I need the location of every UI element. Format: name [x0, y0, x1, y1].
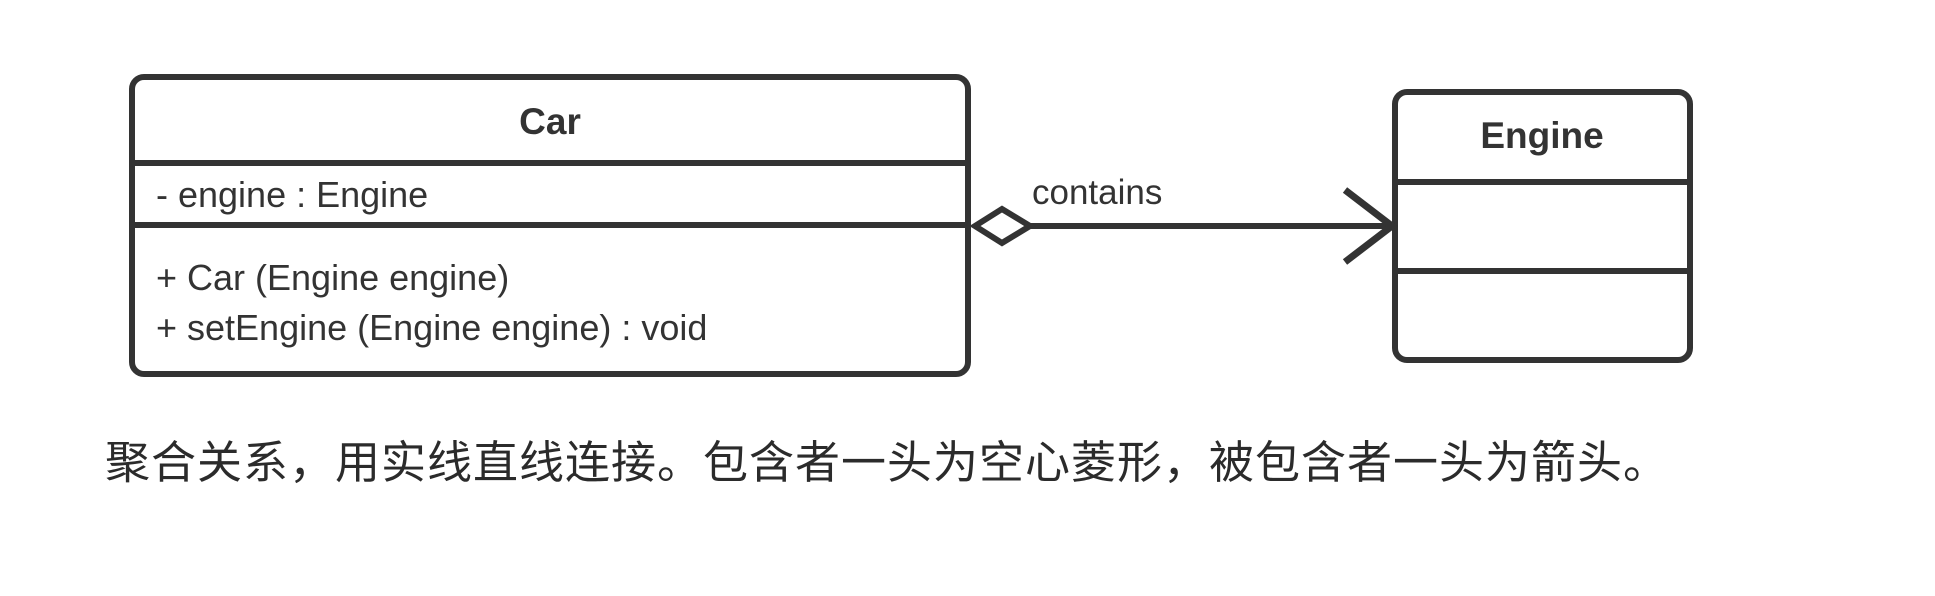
class-box-car[interactable]: Car - engine : Engine + Car (Engine engi… — [129, 74, 971, 377]
class-box-engine[interactable]: Engine — [1392, 89, 1693, 363]
diagram-caption: 聚合关系，用实线直线连接。包含者一头为空心菱形，被包含者一头为箭头。 — [105, 438, 1669, 488]
engine-box-background — [1395, 92, 1690, 360]
car-method-1: + setEngine (Engine engine) : void — [156, 307, 707, 348]
car-attribute-0: - engine : Engine — [156, 174, 428, 215]
connector-label: contains — [1032, 173, 1162, 212]
car-box-border — [129, 74, 971, 377]
aggregation-connector[interactable]: contains — [969, 173, 1398, 265]
open-arrow-icon — [1342, 187, 1398, 265]
hollow-diamond-icon — [969, 205, 1036, 247]
engine-class-name: Engine — [1480, 115, 1603, 156]
car-method-0: + Car (Engine engine) — [156, 257, 509, 298]
car-class-name: Car — [519, 101, 581, 142]
